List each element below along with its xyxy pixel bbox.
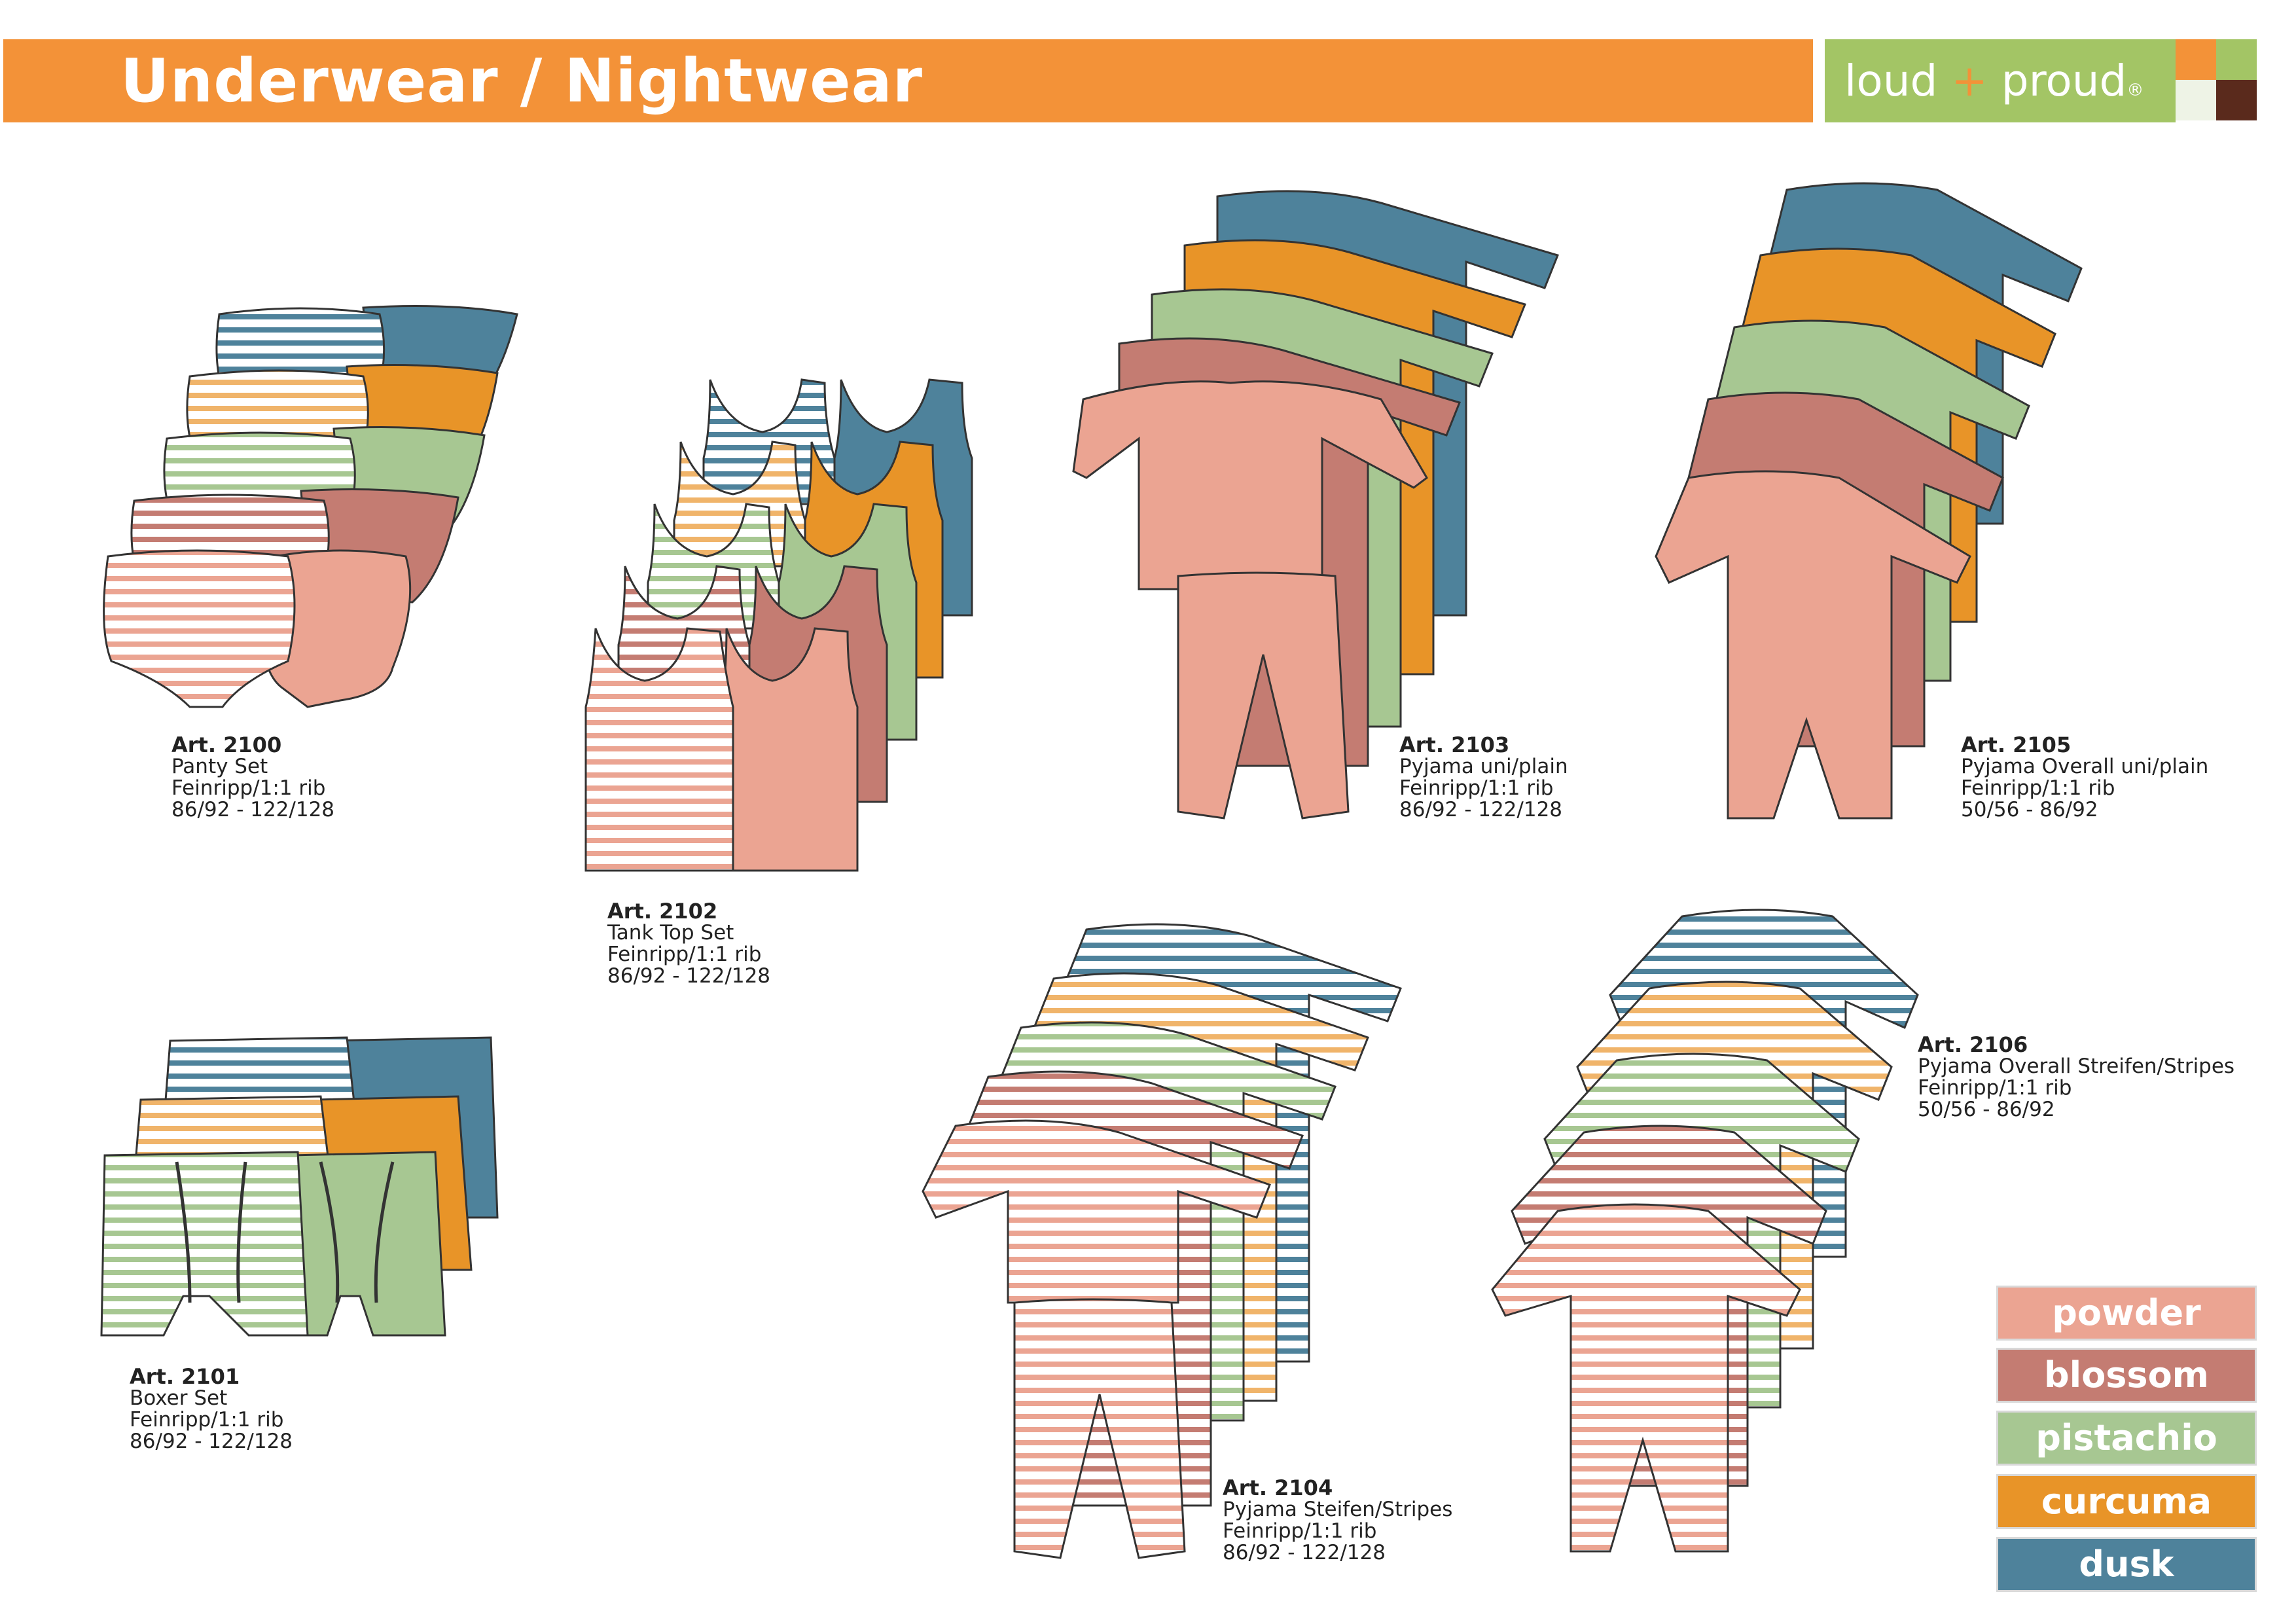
article-fabric: Feinripp/1:1 rib xyxy=(1918,1076,2072,1100)
article-number: Art. 2103 xyxy=(1399,732,1510,757)
logo-word-proud: proud xyxy=(2001,56,2127,106)
logo-square-light xyxy=(2176,80,2216,120)
article-number: Art. 2100 xyxy=(171,732,282,757)
article-fabric: Feinripp/1:1 rib xyxy=(1961,776,2115,800)
article-name: Tank Top Set xyxy=(607,921,734,945)
tank-top-set-illustration xyxy=(584,378,973,872)
article-fabric: Feinripp/1:1 rib xyxy=(171,776,326,800)
article-fabric: Feinripp/1:1 rib xyxy=(130,1408,284,1432)
article-sizes: 86/92 - 122/128 xyxy=(1223,1541,1386,1564)
pyjama-overall-stripes-illustration xyxy=(1491,909,1919,1553)
article-2104: Art. 2104 Pyjama Steifen/Stripes Feinrip… xyxy=(1223,1477,1452,1564)
article-name: Pyjama Steifen/Stripes xyxy=(1223,1498,1453,1521)
article-name: Panty Set xyxy=(171,755,268,778)
article-name: Pyjama Overall uni/plain xyxy=(1961,755,2209,778)
article-name: Pyjama Overall Streifen/Stripes xyxy=(1918,1055,2235,1078)
logo-plus: + xyxy=(1951,56,1988,106)
article-number: Art. 2106 xyxy=(1918,1032,2028,1057)
page-title: Underwear / Nightwear xyxy=(120,46,924,116)
article-2105: Art. 2105 Pyjama Overall uni/plain Feinr… xyxy=(1961,734,2208,821)
swatch-dusk: dusk xyxy=(1996,1537,2257,1592)
brand-logo-text: loud + proud® xyxy=(1844,39,2144,122)
article-2100: Art. 2100 Panty Set Feinripp/1:1 rib 86/… xyxy=(171,734,334,821)
pyjama-plain-illustration xyxy=(1072,190,1560,820)
logo-square-green xyxy=(2216,39,2257,80)
header-bar xyxy=(3,39,1813,122)
article-number: Art. 2104 xyxy=(1223,1475,1333,1500)
pyjama-stripes-illustration xyxy=(922,923,1402,1559)
article-number: Art. 2101 xyxy=(130,1364,240,1389)
article-name: Boxer Set xyxy=(130,1386,228,1410)
article-fabric: Feinripp/1:1 rib xyxy=(1399,776,1554,800)
article-2103: Art. 2103 Pyjama uni/plain Feinripp/1:1 … xyxy=(1399,734,1568,821)
panty-set-illustration xyxy=(103,305,518,708)
article-2102: Art. 2102 Tank Top Set Feinripp/1:1 rib … xyxy=(607,901,770,987)
article-sizes: 50/56 - 86/92 xyxy=(1961,798,2098,821)
swatch-pistachio: pistachio xyxy=(1996,1411,2257,1466)
pyjama-overall-plain-illustration xyxy=(1655,182,2083,820)
brand-logo xyxy=(1825,39,2176,122)
article-sizes: 50/56 - 86/92 xyxy=(1918,1098,2055,1121)
swatch-powder: powder xyxy=(1996,1286,2257,1341)
swatch-curcuma: curcuma xyxy=(1996,1474,2257,1529)
article-sizes: 86/92 - 122/128 xyxy=(130,1430,293,1453)
article-number: Art. 2105 xyxy=(1961,732,2072,757)
logo-word-loud: loud xyxy=(1844,56,1938,106)
boxer-set-illustration xyxy=(100,1036,499,1337)
article-number: Art. 2102 xyxy=(607,899,718,924)
article-fabric: Feinripp/1:1 rib xyxy=(1223,1519,1377,1543)
logo-square-orange xyxy=(2176,39,2216,80)
article-2101: Art. 2101 Boxer Set Feinripp/1:1 rib 86/… xyxy=(130,1366,293,1453)
article-fabric: Feinripp/1:1 rib xyxy=(607,943,762,966)
article-sizes: 86/92 - 122/128 xyxy=(171,798,335,821)
article-sizes: 86/92 - 122/128 xyxy=(607,964,771,988)
logo-square-brown xyxy=(2216,80,2257,120)
article-2106: Art. 2106 Pyjama Overall Streifen/Stripe… xyxy=(1918,1034,2234,1121)
swatch-blossom: blossom xyxy=(1996,1348,2257,1403)
article-sizes: 86/92 - 122/128 xyxy=(1399,798,1563,821)
article-name: Pyjama uni/plain xyxy=(1399,755,1568,778)
logo-reg-mark: ® xyxy=(2126,81,2144,100)
